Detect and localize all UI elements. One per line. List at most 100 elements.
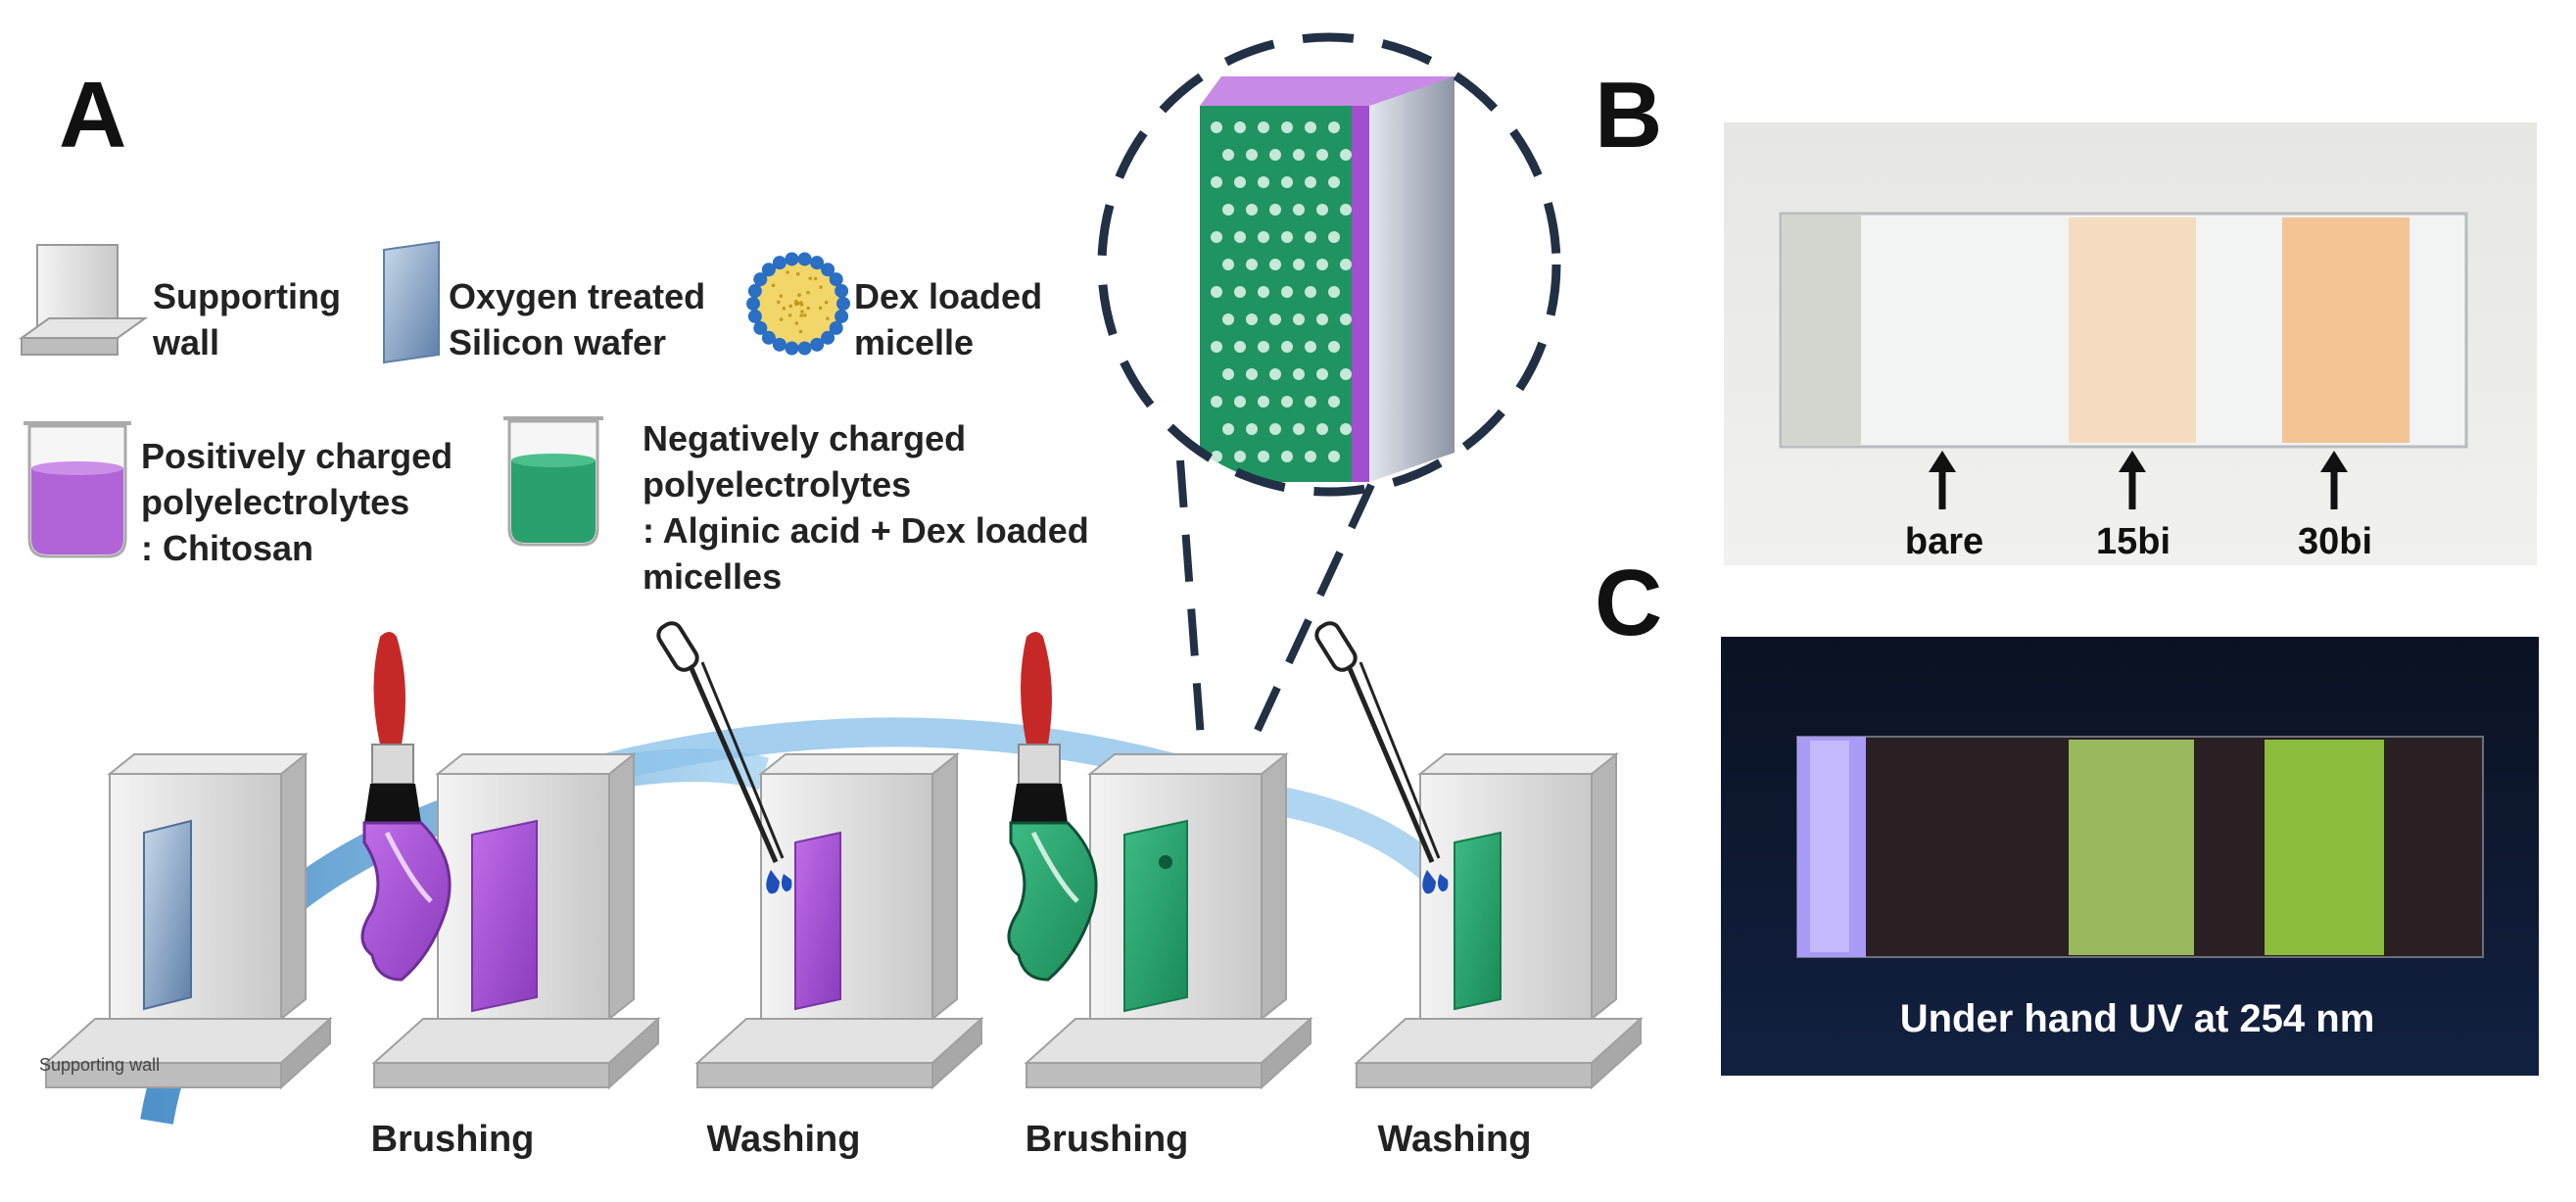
micelle-dot — [1328, 286, 1340, 298]
micelle-dot — [1305, 341, 1316, 353]
step-label-brushing-1: Brushing — [371, 1119, 535, 1160]
base-supporting-wall-label: Supporting wall — [39, 1055, 160, 1075]
micelle-dot — [1258, 231, 1269, 243]
micelle-dot — [1211, 451, 1222, 462]
photo-label-bare: bare — [1905, 521, 1983, 562]
chitosan-coated-slide-washing — [795, 833, 840, 1009]
micelle-dot — [1328, 231, 1340, 243]
micelle-dot — [1234, 341, 1246, 353]
micelle-dot — [1211, 176, 1222, 188]
micelle-dot — [1222, 368, 1234, 380]
micelle-dot — [1211, 231, 1222, 243]
micelle-dot — [1281, 121, 1293, 133]
micelle-dot — [1222, 313, 1234, 325]
micelle-dot — [1246, 313, 1258, 325]
alginate-coated-slide-brushing — [1124, 821, 1187, 1011]
silicon-wafer-icon — [384, 242, 439, 362]
legend-supporting-wall: Supporting wall — [152, 276, 351, 362]
micelle-dot — [1305, 286, 1316, 298]
micelle-dot — [1340, 313, 1352, 325]
panel-a-label: A — [59, 63, 126, 168]
micelle-dot — [1340, 368, 1352, 380]
legend-positive-polyelectrolytes: Positively charged polyelectrolytes : Ch… — [141, 436, 462, 568]
micelle-dot — [1328, 176, 1340, 188]
micelle-dot — [1340, 204, 1352, 216]
micelle-dot — [1316, 204, 1328, 216]
micelle-dot — [1211, 121, 1222, 133]
micelle-dot — [1340, 423, 1352, 435]
micelle-dot — [1293, 368, 1305, 380]
micelle-dot — [1269, 259, 1281, 270]
micelle-dot — [1222, 204, 1234, 216]
micelle-dot — [1293, 149, 1305, 161]
micelle-dot — [1258, 396, 1269, 408]
micelle-dot — [1234, 121, 1246, 133]
micelle-dot — [1234, 451, 1246, 462]
wafer-slide — [144, 821, 191, 1009]
micelle-dot — [1258, 451, 1269, 462]
micelle-dot — [1281, 341, 1293, 353]
micelle-dot — [1328, 341, 1340, 353]
uv-caption: Under hand UV at 254 nm — [1900, 997, 2375, 1040]
micelle-dot — [1305, 396, 1316, 408]
micelle-dot — [1316, 368, 1328, 380]
micelle-dot — [1258, 286, 1269, 298]
micelle-dot — [1328, 396, 1340, 408]
micelle-dot — [1281, 231, 1293, 243]
micelle-dot — [1293, 313, 1305, 325]
micelle-dot — [1234, 286, 1246, 298]
micelle-dot — [1305, 231, 1316, 243]
green-paintbrush-icon — [1009, 632, 1096, 980]
micelle-dot — [1340, 149, 1352, 161]
micelle-dot — [1305, 121, 1316, 133]
micelle-dot — [1269, 313, 1281, 325]
legend-silicon-wafer: Oxygen treated Silicon wafer — [449, 276, 715, 362]
step-label-washing-2: Washing — [1378, 1119, 1532, 1160]
micelle-dot — [1211, 341, 1222, 353]
micelle-dot — [1316, 149, 1328, 161]
legend-micelle: Dex loaded micelle — [854, 276, 1052, 362]
micelle-dot — [1269, 204, 1281, 216]
micelle-dot — [1269, 149, 1281, 161]
photo-label-15bi: 15bi — [2096, 521, 2171, 562]
micelle-dot — [1258, 121, 1269, 133]
micelle-dot — [1246, 204, 1258, 216]
micelle-dot — [1316, 423, 1328, 435]
micelle-dot — [1316, 259, 1328, 270]
micelle-dot — [1293, 259, 1305, 270]
dropper-icon-second — [1313, 619, 1449, 893]
micelle-dot — [1246, 368, 1258, 380]
alginate-beaker-icon — [503, 418, 603, 545]
micelle-dot — [1222, 149, 1234, 161]
micelle-dot — [1269, 423, 1281, 435]
micelle-dot — [1305, 451, 1316, 462]
micelle-dot — [1269, 368, 1281, 380]
alginate-coated-slide-washing — [1455, 833, 1501, 1009]
photo-label-30bi: 30bi — [2298, 521, 2372, 562]
micelle-dot — [1305, 176, 1316, 188]
process-stations — [46, 754, 1641, 1087]
micelle-dot — [1281, 176, 1293, 188]
step-label-brushing-2: Brushing — [1026, 1119, 1189, 1160]
micelle-dot — [1316, 313, 1328, 325]
micelle-dot — [1234, 231, 1246, 243]
micelle-dot — [1211, 286, 1222, 298]
micelle-dot — [1281, 286, 1293, 298]
panel-b-label: B — [1595, 63, 1662, 168]
micelle-dot — [1222, 423, 1234, 435]
zoom-inset — [1102, 37, 1556, 823]
micelle-dot — [1222, 259, 1234, 270]
micelle-dot — [1246, 149, 1258, 161]
micelle-dot — [1258, 176, 1269, 188]
chitosan-coated-slide-brushing — [472, 821, 537, 1011]
step-label-washing-1: Washing — [707, 1119, 861, 1160]
micelle-dot — [1281, 396, 1293, 408]
supporting-wall-icon — [22, 245, 145, 355]
micelle-dot — [1246, 423, 1258, 435]
chitosan-beaker-icon — [24, 423, 131, 556]
panel-c-label: C — [1595, 551, 1662, 655]
micelle-dot — [1293, 423, 1305, 435]
micelle-dot — [1246, 259, 1258, 270]
